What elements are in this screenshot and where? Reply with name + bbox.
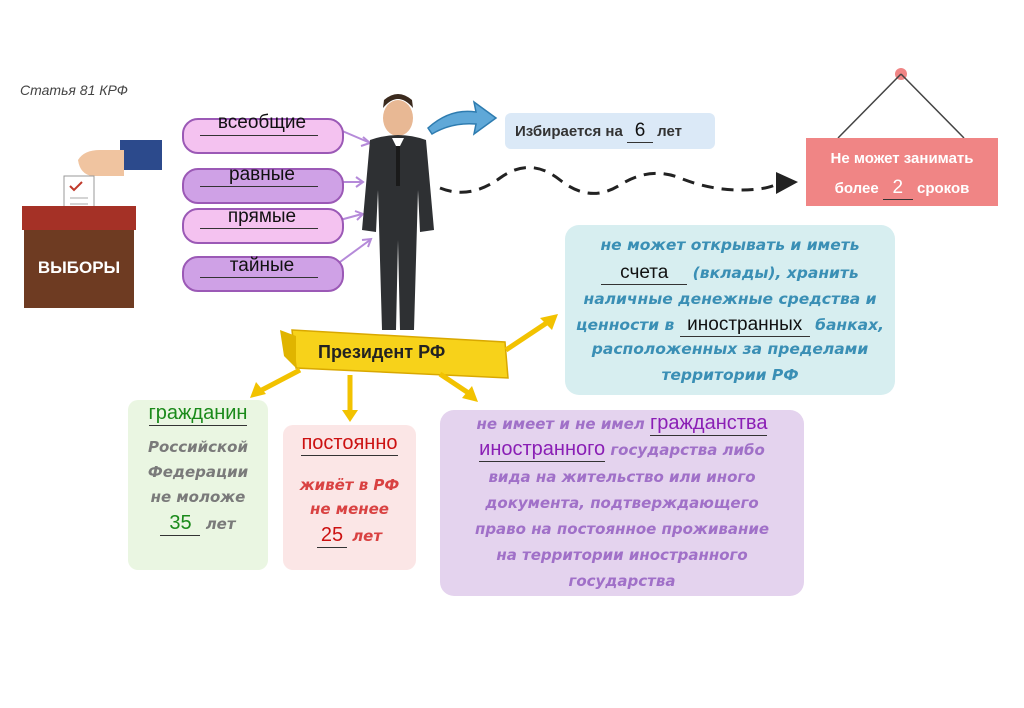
residence-line-2: не менее <box>310 500 389 518</box>
restrictions-line-2: счета (вклады), хранить <box>565 262 895 285</box>
restrictions-line-1: не может открывать и иметь <box>600 236 860 254</box>
citizen-line-1: Российской <box>148 438 248 456</box>
president-label: Президент РФ <box>318 342 446 362</box>
restrictions-line-4-prefix: ценности в <box>576 316 675 334</box>
principle-2-blank <box>200 186 318 187</box>
restrictions-answer-2: иностранных <box>679 314 810 337</box>
foreign-line-7: государства <box>568 572 676 590</box>
arrowhead-icon <box>776 172 798 194</box>
principle-3: прямые <box>227 206 297 227</box>
source-label: Статья 81 КРФ <box>20 82 128 98</box>
term-answer: 6 <box>626 120 653 143</box>
sign-line-1: Не может занимать <box>830 150 974 167</box>
principle-1: всеобщие <box>217 112 307 133</box>
principle-4-blank <box>200 277 318 278</box>
residence-answer-text: постоянно <box>301 432 398 456</box>
foreign-answer-1: гражданства <box>650 412 768 436</box>
restrictions-line-4: ценности в иностранных банках, <box>565 314 895 337</box>
residence-line-3: 25 лет <box>283 524 416 548</box>
president-banner <box>280 329 509 379</box>
term-prefix: Избирается на <box>515 123 623 140</box>
citizen-box <box>128 400 268 570</box>
term-text: Избирается на 6 лет <box>515 120 682 143</box>
sign-line-2: более 2 сроков <box>806 177 998 200</box>
restrictions-line-5: расположенных за пределами <box>591 340 869 358</box>
citizen-line-4: 35 лет <box>128 512 268 536</box>
restrictions-line-3: наличные денежные средства и <box>583 290 877 308</box>
ballot-box <box>24 230 134 308</box>
citizen-line-3: не моложе <box>150 488 246 506</box>
principle-3-blank <box>200 228 318 229</box>
principle-2: равные <box>229 164 295 185</box>
residence-years-suffix: лет <box>352 527 383 545</box>
citizen-age-suffix: лет <box>205 515 236 533</box>
citizen-age-answer: 35 <box>160 512 201 536</box>
foreign-line-6: на территории иностранного <box>496 546 748 564</box>
foreign-answer-2: иностранного <box>479 438 606 462</box>
restrictions-line-6: территории РФ <box>661 366 799 384</box>
residence-years-answer: 25 <box>316 524 347 548</box>
sign-answer: 2 <box>882 177 913 200</box>
sign-line-2-suffix: сроков <box>917 180 970 197</box>
ballot-box-lid <box>22 206 136 230</box>
foreign-line-4: документа, подтверждающего <box>485 494 759 512</box>
banner-arrows <box>250 314 558 422</box>
restrictions-line-2-suffix: (вклады), хранить <box>692 264 859 282</box>
sign-hanger <box>837 68 965 139</box>
term-box <box>505 113 715 149</box>
citizen-answer: гражданин <box>128 402 268 426</box>
principle-pill-3 <box>182 208 344 244</box>
foreign-line-3: вида на жительство или иного <box>488 468 756 486</box>
restrictions-answer-1: счета <box>601 262 688 285</box>
foreign-citizenship-box <box>440 410 804 596</box>
residence-line-1: живёт в РФ <box>299 476 400 494</box>
term-suffix: лет <box>657 123 682 140</box>
residence-answer: постоянно <box>283 432 416 456</box>
president-figure <box>362 94 434 330</box>
principle-4: тайные <box>229 255 295 276</box>
foreign-line-1-prefix: не имеет и не имел <box>476 415 645 433</box>
citizen-answer-text: гражданин <box>148 402 248 426</box>
foreign-line-2-suffix: государства либо <box>610 441 765 459</box>
principle-1-blank <box>200 135 318 136</box>
foreign-line-2: иностранного государства либо <box>440 438 804 462</box>
term-limit-sign <box>806 138 998 206</box>
citizen-line-2: Федерации <box>147 463 249 481</box>
foreign-line-1: не имеет и не имел гражданства <box>440 412 804 436</box>
foreign-line-5: право на постоянное проживание <box>474 520 770 538</box>
restrictions-box <box>565 225 895 395</box>
principle-pill-1 <box>182 118 344 154</box>
blue-curved-arrow <box>427 100 498 136</box>
residence-box <box>283 425 416 570</box>
ballot-box-label: ВЫБОРЫ <box>37 258 121 277</box>
restrictions-line-4-suffix: банках, <box>815 316 884 334</box>
dashed-wave-arrow <box>439 166 781 195</box>
hand-icon <box>63 140 162 217</box>
sign-line-2-prefix: более <box>834 180 879 197</box>
principle-pill-4 <box>182 256 344 292</box>
